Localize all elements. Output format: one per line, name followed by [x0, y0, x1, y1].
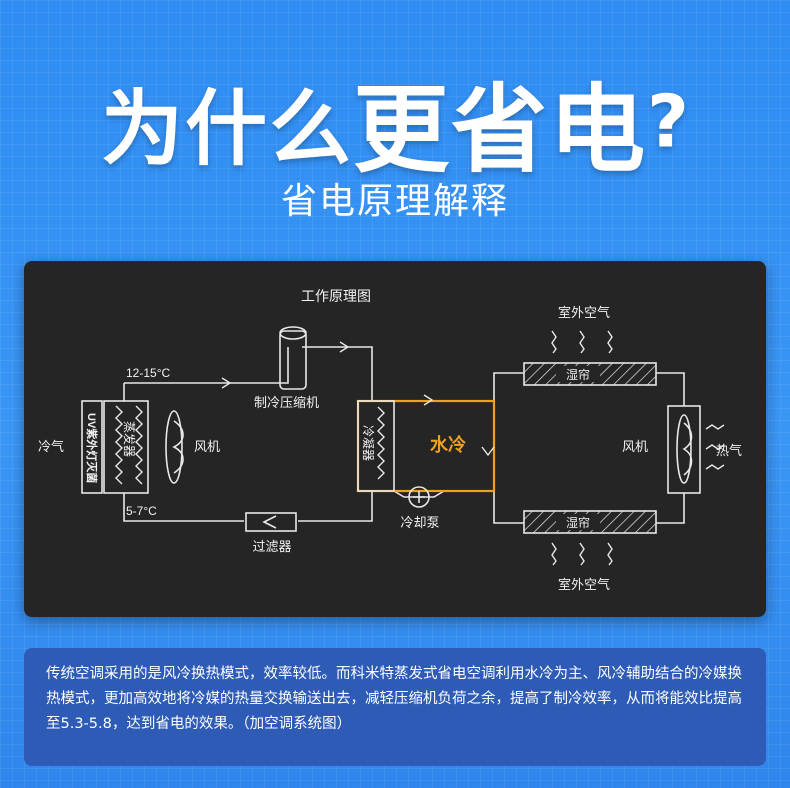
outdoor-air-bottom-label: 室外空气	[558, 577, 610, 592]
pipe-right-top	[656, 372, 685, 406]
water-cooling-label: 水冷	[430, 434, 466, 455]
evaporator-unit	[81, 400, 184, 494]
uv-lamp-box	[81, 400, 103, 494]
filter-icon	[245, 512, 297, 532]
headline-main: 更省电	[353, 74, 648, 186]
diagram-title: 工作原理图	[301, 288, 371, 304]
flow-arrows	[221, 341, 495, 457]
temp-high-label: 12-15°C	[126, 366, 170, 380]
wet-curtain-top-label-bg	[556, 366, 600, 382]
headline-question-mark: ?	[647, 79, 689, 164]
evaporator-coil	[115, 405, 123, 485]
evaporator-coil-2	[135, 405, 143, 485]
arrow-1	[221, 377, 232, 389]
pipe-filter-left	[123, 493, 244, 522]
subtitle: 省电原理解释	[280, 181, 509, 222]
wet-curtain-bottom-label: 湿帘	[566, 515, 590, 530]
fan-right-box	[667, 405, 701, 494]
temp-low-label: 5-7°C	[126, 504, 157, 518]
cold-air-label: 冷气	[38, 439, 64, 454]
fan-left-label: 风机	[194, 439, 220, 454]
pipe-top-left	[124, 347, 289, 384]
pipe-compressor-out	[302, 346, 373, 401]
arrow-3	[423, 394, 434, 406]
compressor-icon	[279, 326, 307, 390]
pipe-water-bottom	[493, 491, 524, 524]
fan-left-icon	[165, 410, 184, 484]
outdoor-air-top-label: 室外空气	[558, 305, 610, 320]
headline-prefix: 为什么	[101, 82, 354, 177]
cooling-pump-label: 冷却泵	[400, 515, 439, 530]
pipe-condenser-return	[298, 491, 373, 522]
air-arrows	[551, 330, 725, 566]
description-box: 传统空调采用的是风冷换热模式，效率较低。而科米特蒸发式省电空调利用水冷为主、风冷…	[24, 648, 766, 766]
cooling-pump-icon	[408, 486, 430, 508]
evaporator-label: 蒸发器	[122, 421, 137, 457]
wet-curtain-bottom-label-bg	[556, 514, 600, 530]
wet-curtain-top-label: 湿帘	[566, 367, 590, 382]
pipe-water-top	[493, 372, 524, 401]
fan-right-icon	[676, 414, 693, 484]
headline: 为什么更省电?	[0, 52, 790, 186]
hot-air-label: 热气	[716, 443, 742, 458]
condenser-box	[357, 400, 395, 492]
working-principle-diagram: 工作原理图 冷气 12-15°C 5-7°C 风机 制冷压缩机 水冷 冷却泵 过…	[38, 288, 742, 592]
arrow-4	[481, 446, 495, 457]
compressor-label: 制冷压缩机	[254, 395, 319, 410]
uv-lamp-label: UV紫外灯灭菌	[85, 413, 99, 483]
filter-label: 过滤器	[252, 539, 291, 554]
arrow-2	[339, 341, 350, 353]
water-cooling-box	[356, 399, 496, 493]
description-text: 传统空调采用的是风冷换热模式，效率较低。而科米特蒸发式省电空调利用水冷为主、风冷…	[46, 666, 742, 732]
condenser-coil	[377, 406, 385, 480]
fan-right-label: 风机	[622, 439, 648, 454]
diagram-panel: 工作原理图 冷气 12-15°C 5-7°C 风机 制冷压缩机 水冷 冷却泵 过…	[24, 261, 766, 617]
evaporator-box	[103, 400, 149, 494]
pipe-right-bottom	[656, 493, 685, 524]
condenser-label: 冷凝器	[361, 425, 376, 461]
